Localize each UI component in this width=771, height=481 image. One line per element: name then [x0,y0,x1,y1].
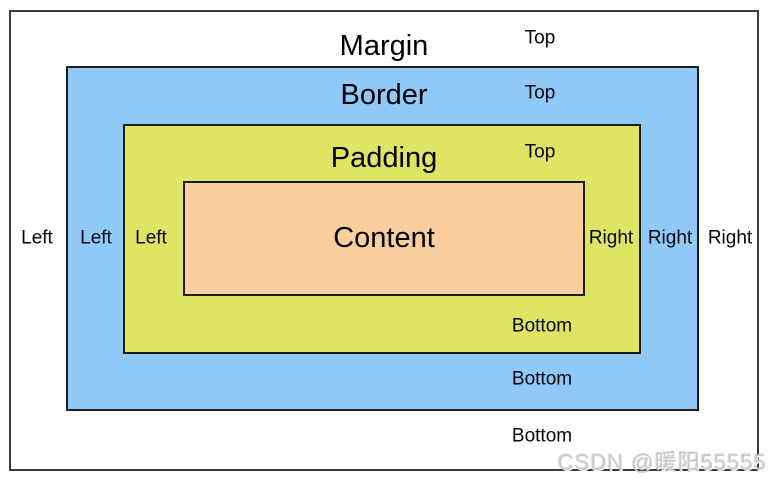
border-box: Border Top Left Right Bottom Padding Top… [66,66,699,411]
margin-bottom-label: Bottom [511,425,573,447]
margin-right-label: Right [707,227,753,249]
content-box: Content [183,181,585,296]
margin-title: Margin [339,30,429,63]
csdn-watermark: CSDN @暖阳55555 [558,450,767,475]
border-top-label: Top [524,82,556,104]
border-bottom-label: Bottom [511,368,573,390]
margin-box: Margin Top Left Right Bottom Border Top … [9,10,759,471]
padding-box: Padding Top Left Right Bottom Content [123,124,641,354]
padding-right-label: Right [588,227,634,249]
padding-title: Padding [330,142,438,175]
content-title: Content [333,221,435,254]
border-right-label: Right [647,227,693,249]
border-title: Border [340,79,428,112]
margin-left-label: Left [21,227,53,249]
padding-left-label: Left [135,227,167,249]
padding-bottom-label: Bottom [511,315,573,337]
margin-top-label: Top [524,27,556,49]
border-left-label: Left [80,227,112,249]
padding-top-label: Top [524,141,556,163]
